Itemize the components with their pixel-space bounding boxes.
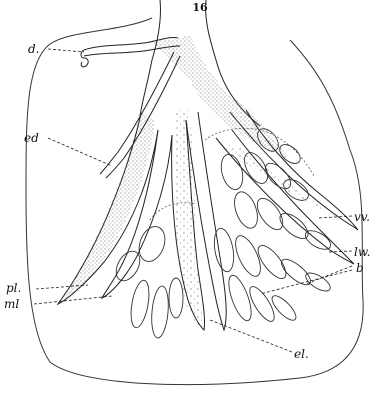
leader-ml [34,296,112,304]
label-ed: ed [24,131,39,145]
egg-capsule [128,279,152,329]
stipple-left-finger [60,110,155,305]
egg-capsule [230,189,262,232]
egg-capsule [253,241,290,282]
egg-capsule [150,285,170,338]
duct-tip [81,50,88,67]
egg-capsule [169,278,183,318]
label-b: b [356,261,364,275]
label-ml: ml [4,297,19,311]
label-d: d. [28,42,40,56]
label-lw: lw. [354,245,371,259]
egg-capsule [269,292,300,323]
leader-b-2 [260,270,352,294]
egg-capsule [231,232,266,279]
label-vv: vv. [354,210,370,224]
egg-capsule [276,209,312,243]
egg-capsule [278,255,315,289]
leader-b-1 [306,266,352,284]
leader-ed [48,138,112,166]
label-el: el. [294,347,309,361]
label-pl: pl. [6,281,21,295]
leader-d [48,49,84,52]
egg-capsule [211,227,236,273]
